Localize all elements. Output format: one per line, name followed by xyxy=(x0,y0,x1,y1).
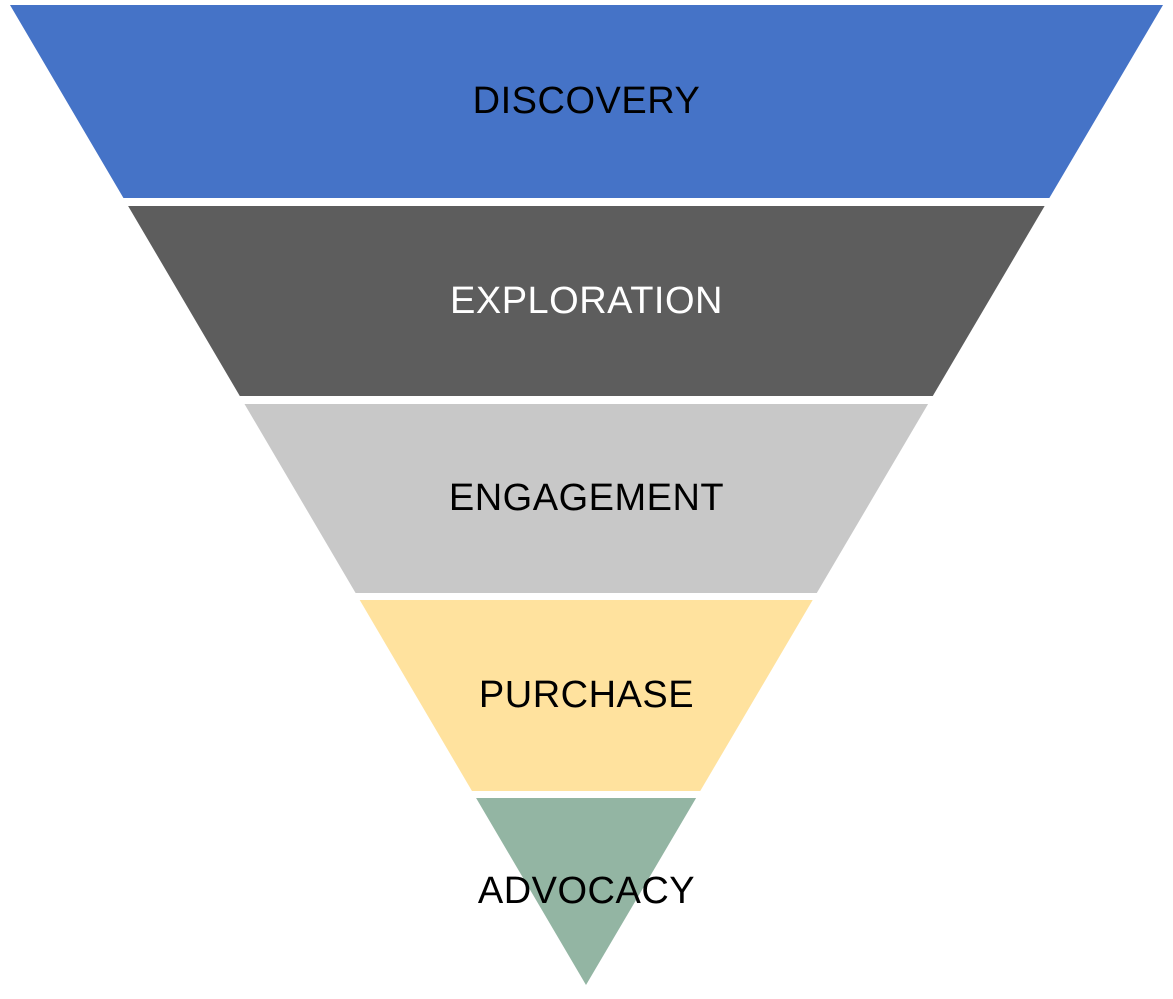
funnel-label-advocacy: ADVOCACY xyxy=(477,870,696,912)
funnel-band-discovery xyxy=(10,5,1163,198)
funnel-label-engagement: ENGAGEMENT xyxy=(448,477,725,519)
funnel-label-purchase: PURCHASE xyxy=(478,674,695,716)
funnel-label-exploration: EXPLORATION xyxy=(450,280,723,322)
funnel-label-discovery: DISCOVERY xyxy=(472,80,701,122)
